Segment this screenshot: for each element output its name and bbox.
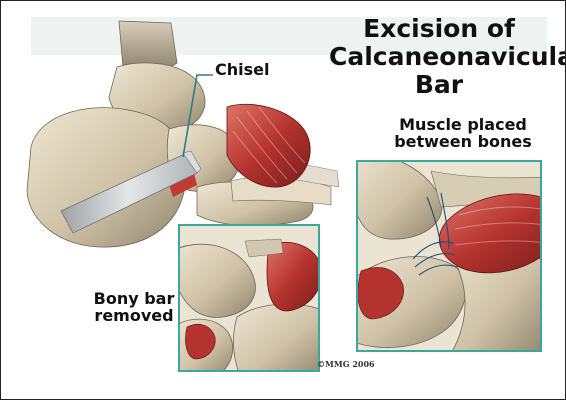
copyright-notice: ©MMG 2006 bbox=[317, 359, 375, 369]
muscle-inset bbox=[350, 151, 556, 357]
chisel-label: Chisel bbox=[215, 62, 269, 79]
figure-title: Excision of Calcaneonavicular Bar bbox=[329, 15, 549, 99]
bony-bar-removed-label: Bony bar removed bbox=[79, 291, 189, 325]
bony-bar-inset bbox=[171, 225, 325, 377]
muscle-placed-label: Muscle placed between bones bbox=[373, 117, 553, 151]
